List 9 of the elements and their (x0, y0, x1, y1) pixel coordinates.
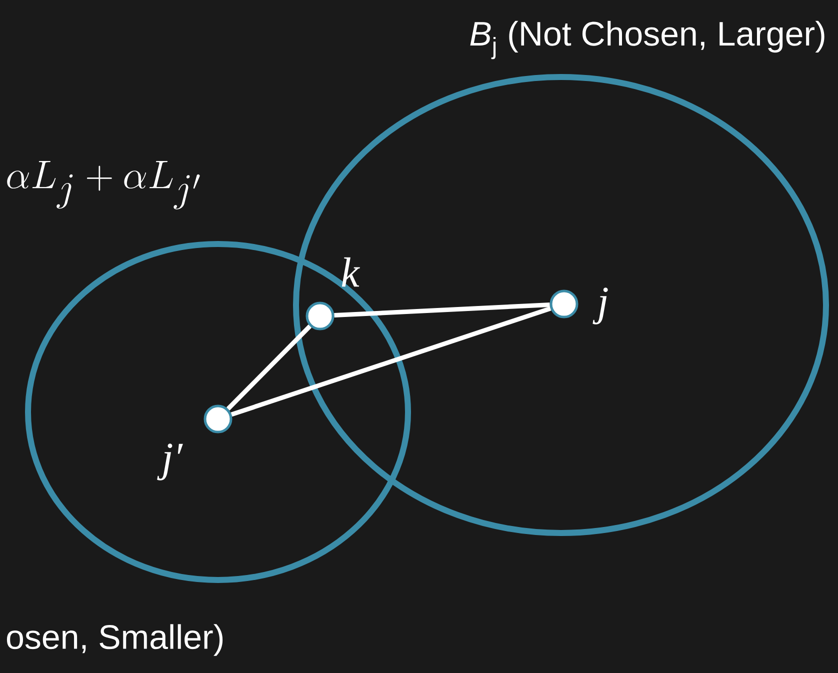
node-label: osen, Smaller) (6, 624, 223, 656)
point-label: k (342, 257, 360, 287)
node-label: B$_{j}$ (Not Chosen, Larger) (470, 20, 824, 60)
line-segment (230, 306, 552, 417)
formula: $\alpha L_j + \alpha L_{j'}$ (7, 160, 200, 210)
line-segment (226, 324, 312, 410)
line-segment (334, 302, 550, 318)
point-label: j′ (157, 444, 183, 480)
point-label: j (592, 288, 608, 324)
